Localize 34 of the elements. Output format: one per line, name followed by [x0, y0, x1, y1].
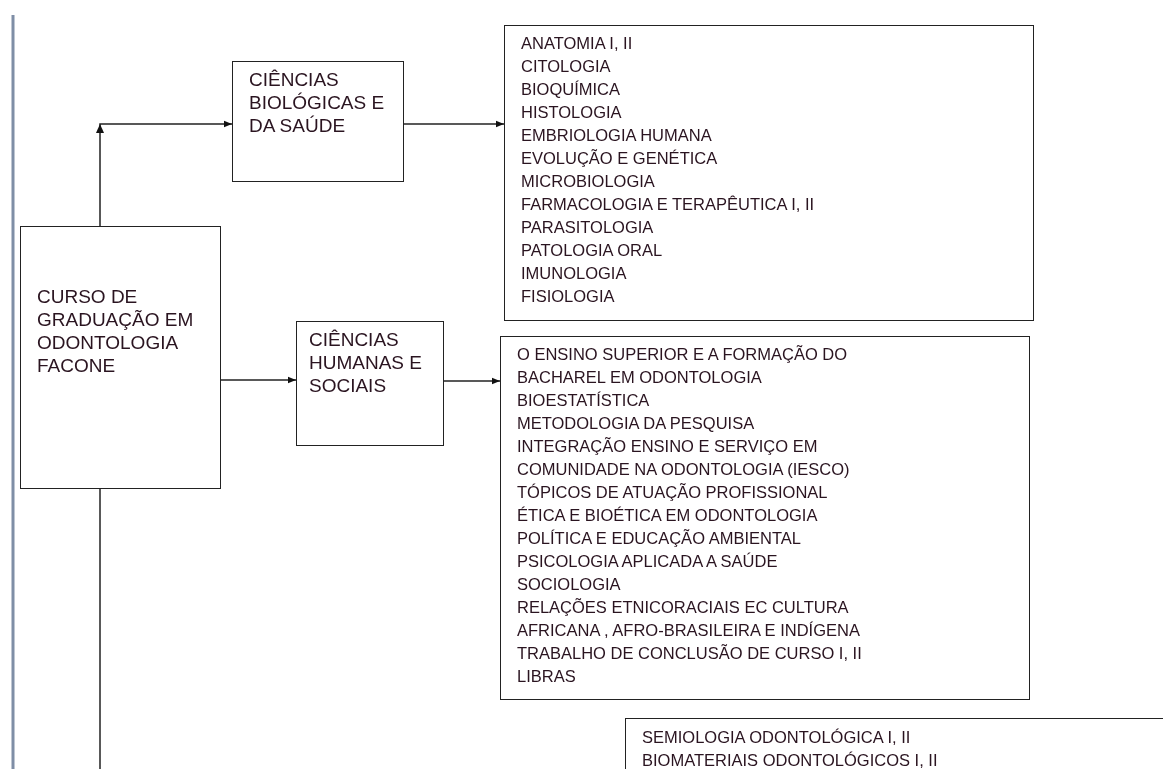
subject-name: IMUNOLOGIA [521, 263, 628, 284]
subject-name: EMBRIOLOGIA HUMANA [521, 125, 713, 146]
subject-name: O ENSINO SUPERIOR E A FORMAÇÃO DO BACHAREL EM ODONTOLOGIA [517, 344, 849, 388]
subject-name: BIOQUÍMICA [521, 79, 621, 100]
subject-name: RELAÇÕES ETNICORACIAIS EC CULTURA AFRICANA , AFRO-BRASILEIRA E INDÍGENA [517, 597, 861, 641]
subject-name: ANATOMIA I, II [521, 33, 634, 54]
subject-name: HISTOLOGIA [521, 102, 623, 123]
subject-name: FISIOLOGIA [521, 286, 616, 307]
subject-name: BIOESTATÍSTICA [517, 390, 651, 411]
subject-name: TÓPICOS DE ATUAÇÃO PROFISSIONAL [517, 482, 829, 503]
process-box [232, 61, 404, 182]
box-label: CIÊNCIAS HUMANAS E SOCIAIS [309, 328, 423, 397]
subject-name: INTEGRAÇÃO ENSINO E SERVIÇO EM COMUNIDADE NA ODONTOLOGIA (IESCO) [517, 436, 851, 480]
list-box [504, 25, 1034, 321]
subject-name: PARASITOLOGIA [521, 217, 655, 238]
subject-name: POLÍTICA E EDUCAÇÃO AMBIENTAL [517, 528, 802, 549]
subject-name: METODOLOGIA DA PESQUISA [517, 413, 756, 434]
box-label: CURSO DE GRADUAÇÃO EM ODONTOLOGIA FACONE [37, 285, 195, 377]
subject-name: MICROBIOLOGIA [521, 171, 656, 192]
subject-name: BIOMATERIAIS ODONTOLÓGICOS I, II [642, 750, 939, 769]
subject-name: FARMACOLOGIA E TERAPÊUTICA I, II [521, 194, 816, 215]
process-box [296, 321, 444, 446]
subject-name: PATOLOGIA ORAL [521, 240, 664, 261]
subject-name: PSICOLOGIA APLICADA A SAÚDE [517, 551, 779, 572]
subject-name: CITOLOGIA [521, 56, 612, 77]
subject-name: ÉTICA E BIOÉTICA EM ODONTOLOGIA [517, 505, 819, 526]
list-box [500, 336, 1030, 700]
subject-name: SEMIOLOGIA ODONTOLÓGICA I, II [642, 727, 912, 748]
process-box [20, 226, 221, 489]
subject-name: EVOLUÇÃO E GENÉTICA [521, 148, 719, 169]
subject-name: TRABALHO DE CONCLUSÃO DE CURSO I, II [517, 643, 863, 664]
subject-name: SOCIOLOGIA [517, 574, 622, 595]
box-label: CIÊNCIAS BIOLÓGICAS E DA SAÚDE [249, 68, 386, 137]
subject-name: LIBRAS [517, 666, 577, 687]
